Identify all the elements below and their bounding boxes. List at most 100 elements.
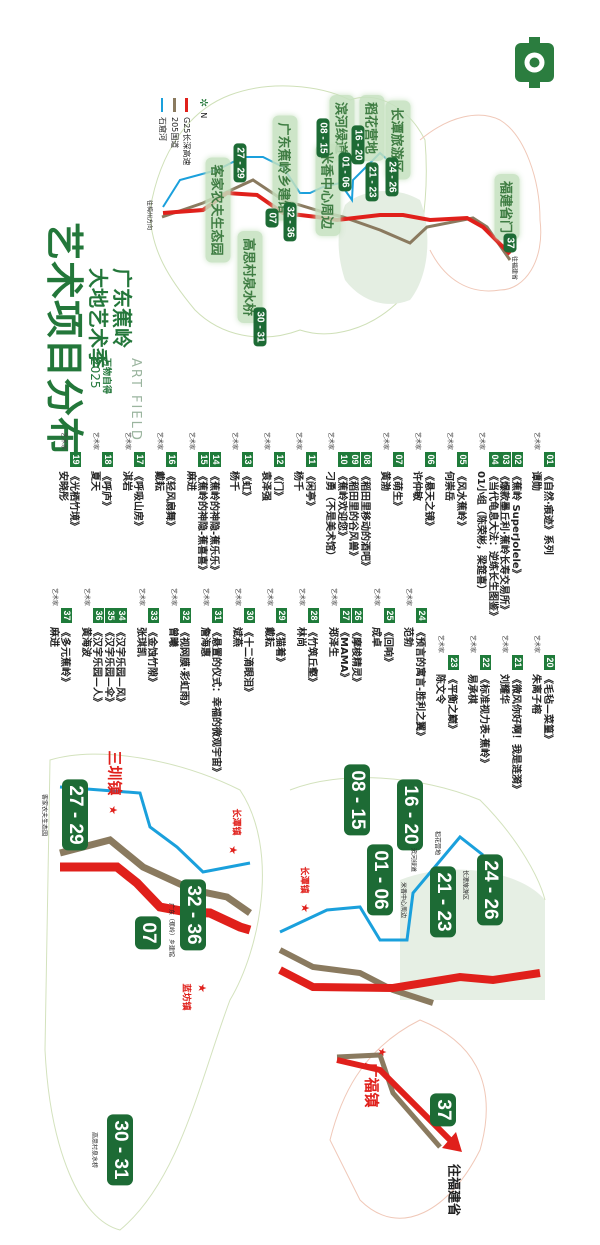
project-number-badge: 36: [93, 608, 105, 623]
logo-icon: [515, 37, 554, 88]
river-swatch: [161, 98, 164, 112]
project-number-badge: 05: [456, 452, 468, 467]
artist-label: 艺术家: [414, 432, 422, 451]
project-group: 25《回响》艺术家成卓: [370, 588, 396, 794]
project-number-badge: 31: [212, 608, 224, 623]
project-item[interactable]: 27《MAMA》: [338, 588, 352, 794]
artist-label: 艺术家: [82, 588, 90, 607]
fujian-outline: [419, 114, 542, 292]
artist-name: 刘耀华: [498, 674, 510, 704]
project-number-badge: 16: [166, 452, 178, 467]
art-field-text: ART FIELD: [128, 358, 143, 442]
project-item[interactable]: 36《汉字乐园—人》: [91, 588, 105, 794]
artist-label: 艺术家: [50, 588, 58, 607]
project-item[interactable]: 31《悬置的仪式：幸福的微观宇宙》: [210, 588, 224, 794]
project-number-badge: 18: [102, 452, 114, 467]
artist-label: 艺术家: [187, 432, 195, 451]
legend-label: G25长深高速: [182, 117, 191, 166]
project-group: 33《金蚀竹隙》艺术家张琪凯: [134, 588, 160, 794]
project-item[interactable]: 28《竹筑丘壑》: [306, 588, 320, 794]
detail-outline: [44, 753, 263, 1231]
project-item[interactable]: 21《微风你好啊！我是涟漪》: [510, 635, 524, 794]
artist-row: 艺术家成卓: [370, 588, 384, 794]
project-item[interactable]: 32《视网膜·彩虹雨》: [178, 588, 192, 794]
artist-row: 艺术家范勃: [402, 588, 416, 794]
artist-label: 艺术家: [265, 588, 273, 607]
project-group: 20《毛毡—菜篁》艺术家朱离子榕: [530, 635, 556, 794]
artist-name: 张琪凯: [134, 627, 146, 657]
project-number-badge: 10: [337, 452, 349, 467]
artist-label: 艺术家: [382, 432, 390, 451]
artist-label: 艺术家: [437, 635, 445, 654]
artist-row: 艺术家斌燕: [230, 588, 245, 794]
artist-label: 艺术家: [169, 588, 177, 607]
artist-name: 曾曦: [166, 627, 178, 647]
project-number-badge: 30: [244, 608, 256, 623]
project-item[interactable]: 33《金蚀竹隙》: [146, 588, 160, 794]
artist-name: 朱离子榕: [530, 674, 542, 714]
project-number-badge: 27: [340, 608, 352, 623]
compass-icon: ✲: [197, 98, 210, 108]
artist-row: 艺术家朱离子榕: [530, 635, 544, 794]
project-item[interactable]: 24《预言的寓言-胜利之翼》: [414, 588, 428, 794]
artist-label: 艺术家: [446, 432, 454, 451]
artist-name: 陈文令: [434, 674, 446, 704]
project-number-badge: 28: [308, 608, 320, 623]
slogan: 万物自得: [101, 358, 111, 395]
project-number-badge: 15: [198, 452, 210, 467]
project-number-badge: 32: [180, 608, 192, 623]
project-number-badge: 06: [424, 452, 436, 467]
project-item[interactable]: 22《标准视力表-蕉岭》: [478, 635, 492, 794]
project-number-badge: 04: [488, 452, 500, 467]
project-item[interactable]: 37《多元蕉岭》: [59, 588, 73, 794]
project-item[interactable]: 30《十二滴眼泪》: [242, 588, 256, 794]
arrow-icon: [442, 1132, 462, 1152]
project-number-badge: 21: [511, 655, 523, 670]
detail-outline: [289, 777, 546, 901]
project-item[interactable]: 26《摩梭精灵》: [350, 588, 364, 794]
artist-row: 艺术家郑泽生: [326, 588, 341, 794]
project-item[interactable]: 29《猫着》: [274, 588, 288, 794]
artist-name: 刁勇（不是美术馆）: [324, 471, 336, 561]
artist-name: 范勃: [402, 627, 414, 647]
river-line: [279, 834, 484, 942]
project-item[interactable]: 23《平衡之巅》: [446, 635, 460, 794]
artist-row: 艺术家张琪凯: [134, 588, 149, 794]
artist-name: 何崇岳: [443, 471, 455, 501]
artist-row: 艺术家曾曦: [166, 588, 181, 794]
project-group: 30《十二滴眼泪》艺术家斌燕: [230, 588, 256, 794]
project-number-badge: 07: [392, 452, 404, 467]
artist-name: 易承棋: [466, 674, 478, 704]
artist-row: 艺术家黄海波: [80, 588, 94, 794]
legend-highway: G25长深高速: [181, 98, 192, 165]
artist-label: 艺术家: [155, 432, 163, 451]
compass: ✲N: [197, 98, 210, 118]
project-number-badge: 26: [351, 608, 363, 623]
artist-row: 艺术家刘耀华: [498, 635, 512, 794]
river-line: [59, 785, 251, 874]
project-number-badge: 13: [241, 452, 253, 467]
project-group: 37《多元蕉岭》艺术家麻进: [48, 588, 73, 794]
project-item[interactable]: 20《毛毡—菜篁》: [542, 635, 556, 794]
project-number-badge: 35: [104, 608, 116, 623]
artist-label: 艺术家: [469, 635, 477, 654]
artist-label: 艺术家: [137, 588, 145, 607]
project-item[interactable]: 25《回响》: [382, 588, 396, 794]
artist-label: 艺术家: [327, 432, 335, 451]
artist-name: 许仲敏: [411, 471, 423, 501]
compass-label: N: [199, 112, 208, 119]
project-number-badge: 14: [209, 452, 221, 467]
legend-national-road: 205国道: [169, 98, 180, 148]
project-group: 21《微风你好啊！我是涟漪》艺术家刘耀华: [498, 635, 524, 794]
project-group: 22《标准视力表-蕉岭》艺术家易承棋: [466, 635, 492, 794]
highway-line: [60, 862, 252, 935]
artist-name: 斌燕: [230, 627, 242, 647]
artist-name: 麻进: [184, 471, 196, 491]
artist-label: 艺术家: [123, 432, 131, 451]
legend-river: 石窟河: [157, 98, 168, 141]
artist-name: 郑泽生: [326, 627, 338, 657]
project-group: 29《猫着》艺术家戴耘: [263, 588, 288, 794]
project-group: 26《摩梭精灵》27《MAMA》艺术家郑泽生: [326, 588, 364, 794]
artist-name: 成卓: [370, 627, 382, 647]
